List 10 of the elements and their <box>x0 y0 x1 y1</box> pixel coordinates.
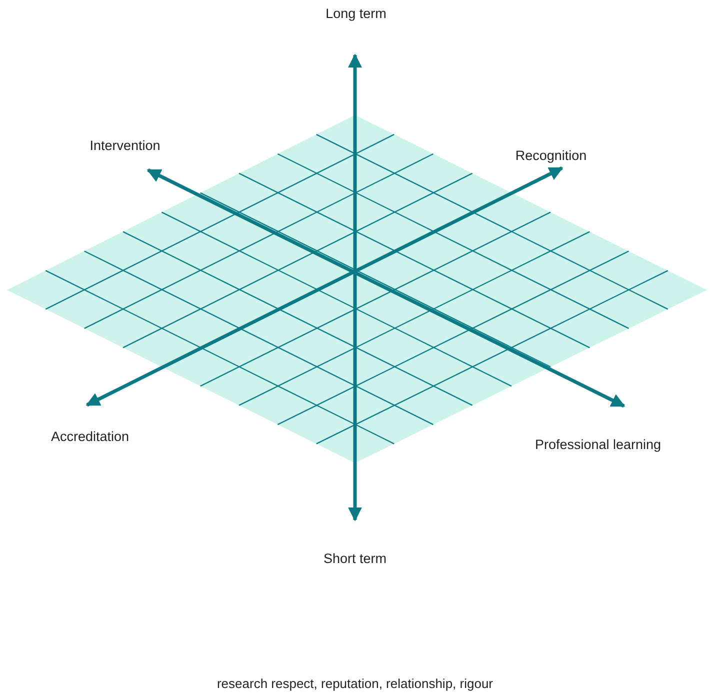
double-arrow <box>146 168 626 408</box>
double-arrow <box>86 166 564 407</box>
axis-label: Intervention <box>90 138 160 153</box>
axis-label: Accreditation <box>50 429 130 444</box>
footnote: research respect, reputation, relationship, rigour <box>216 676 494 691</box>
axis-label: Short term <box>323 551 387 566</box>
axis-label: Recognition <box>515 148 587 163</box>
axis-label: Professional learning <box>534 437 662 452</box>
axis-label: Long term <box>326 6 386 21</box>
double-arrow <box>348 54 362 522</box>
